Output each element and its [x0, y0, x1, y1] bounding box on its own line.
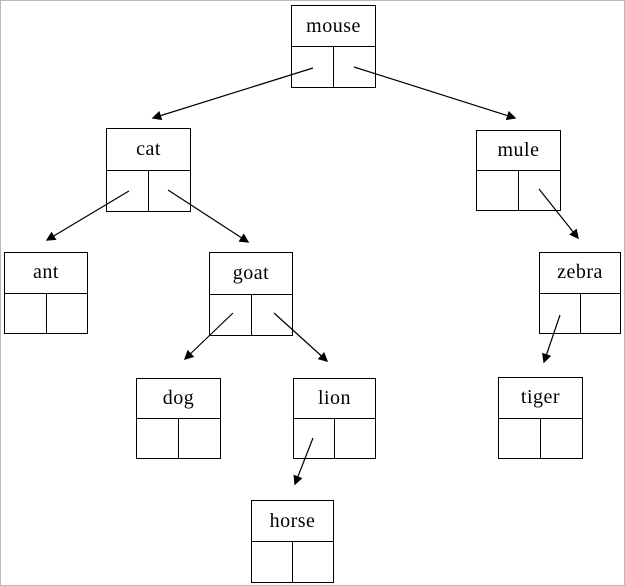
right-pointer-cell: [293, 542, 333, 582]
pointer-cells: [540, 293, 621, 334]
pointer-cells: [137, 419, 220, 458]
tree-node-mouse: mouse: [291, 5, 376, 88]
node-label: mule: [477, 131, 560, 171]
right-pointer-cell: [149, 171, 190, 212]
left-pointer-cell: [252, 542, 293, 582]
tree-node-cat: cat: [106, 128, 191, 212]
node-label: lion: [294, 379, 375, 419]
tree-node-horse: horse: [251, 500, 334, 583]
pointer-cells: [5, 293, 88, 334]
tree-node-zebra: zebra: [539, 252, 621, 334]
right-pointer-cell: [252, 295, 293, 336]
node-label: mouse: [292, 6, 375, 47]
pointer-cells: [499, 418, 582, 459]
right-pointer-cell: [541, 419, 582, 459]
edge-mouse-right-to-mule: [353, 66, 517, 121]
tree-node-mule: mule: [476, 130, 561, 211]
node-label: cat: [107, 129, 190, 171]
pointer-cells: [252, 542, 333, 582]
left-pointer-cell: [5, 293, 47, 333]
left-pointer-cell: [294, 419, 335, 458]
left-pointer-cell: [477, 171, 519, 210]
pointer-cells: [107, 170, 190, 212]
node-label: ant: [5, 253, 87, 294]
node-label: goat: [210, 253, 292, 295]
right-pointer-cell: [334, 47, 375, 87]
pointer-cells: [294, 419, 375, 458]
edge-mouse-left-to-cat: [151, 67, 314, 121]
left-pointer-cell: [137, 419, 179, 458]
node-label: horse: [252, 501, 333, 542]
left-pointer-cell: [499, 418, 541, 458]
pointer-cells: [292, 47, 375, 87]
node-label: dog: [137, 379, 220, 419]
right-pointer-cell: [519, 171, 560, 210]
tree-node-dog: dog: [136, 378, 221, 459]
tree-node-goat: goat: [209, 252, 293, 336]
right-pointer-cell: [335, 419, 375, 458]
right-pointer-cell: [47, 294, 88, 334]
tree-node-ant: ant: [4, 252, 88, 334]
left-pointer-cell: [540, 293, 581, 333]
pointer-cells: [477, 171, 560, 210]
pointer-cells: [210, 294, 293, 336]
left-pointer-cell: [292, 47, 334, 87]
right-pointer-cell: [179, 419, 220, 458]
right-pointer-cell: [581, 294, 621, 334]
left-pointer-cell: [210, 294, 252, 335]
node-label: zebra: [540, 253, 620, 294]
tree-node-lion: lion: [293, 378, 376, 459]
node-label: tiger: [499, 378, 582, 419]
tree-node-tiger: tiger: [498, 377, 583, 459]
left-pointer-cell: [107, 170, 149, 211]
